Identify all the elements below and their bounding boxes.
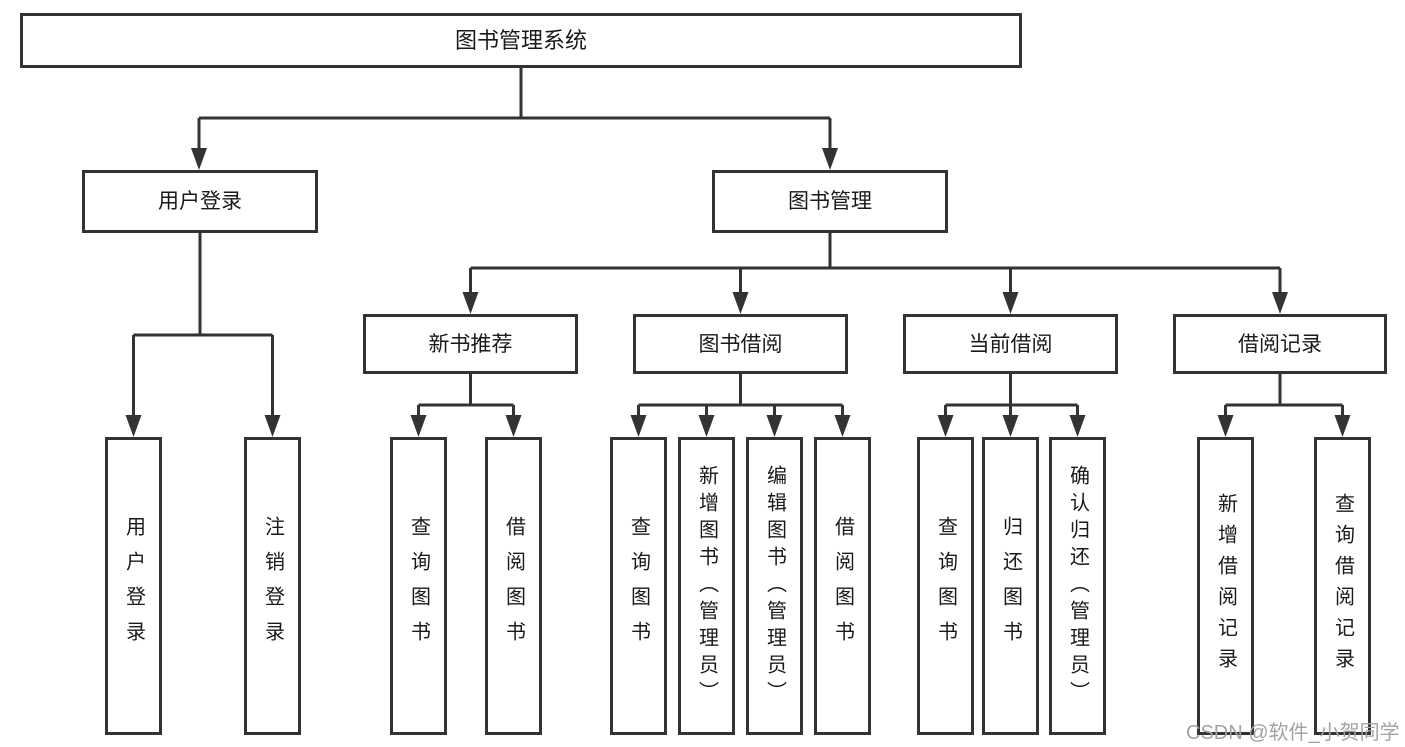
node-new-book-recommend: 新书推荐: [363, 314, 578, 374]
arrow-down-icon: [732, 292, 749, 314]
leaf-edit-books-admin: 编辑图书（管理员）: [746, 437, 803, 735]
leaf-query-borrow-record: 查询借阅记录: [1314, 437, 1371, 735]
arrow-down-icon: [1002, 415, 1019, 437]
arrow-down-icon: [1002, 292, 1019, 314]
leaf-user-login: 用户登录: [105, 437, 162, 735]
node-borrow-records: 借阅记录: [1173, 314, 1387, 374]
node-label: 借阅图书: [831, 516, 854, 656]
node-label: 查询图书: [934, 516, 957, 656]
arrow-down-icon: [125, 415, 142, 437]
arrow-down-icon: [264, 415, 281, 437]
arrow-down-icon: [410, 415, 427, 437]
arrow-down-icon: [834, 415, 851, 437]
connector-path: [132, 68, 1344, 421]
arrow-down-icon: [191, 148, 207, 170]
leaf-add-books-admin: 新增图书（管理员）: [678, 437, 735, 735]
arrow-down-icon: [462, 292, 479, 314]
node-book-borrow: 图书借阅: [633, 314, 848, 374]
arrow-down-icon: [1334, 415, 1351, 437]
leaf-query-books-recommend: 查询图书: [390, 437, 447, 735]
node-label: 查询图书: [627, 516, 650, 656]
arrow-down-icon: [698, 415, 715, 437]
leaf-query-books-borrow: 查询图书: [610, 437, 667, 735]
node-label: 图书管理系统: [454, 27, 587, 53]
node-label: 新增借阅记录: [1214, 493, 1237, 679]
arrow-down-icon: [937, 415, 954, 437]
csdn-watermark: CSDN @软件_小贺同学: [1186, 722, 1400, 744]
arrow-down-icon: [822, 148, 838, 170]
arrow-down-icon: [1272, 292, 1288, 314]
node-label: 用户登录: [158, 190, 242, 213]
leaf-query-books-current: 查询图书: [917, 437, 974, 735]
node-label: 当前借阅: [968, 332, 1053, 356]
arrow-down-icon: [766, 415, 783, 437]
leaf-logout: 注销登录: [244, 437, 301, 735]
leaf-return-books: 归还图书: [982, 437, 1039, 735]
node-label: 确认归还（管理员）: [1066, 464, 1089, 708]
node-book-management-module: 图书管理: [712, 170, 948, 233]
node-label: 借阅图书: [502, 516, 525, 656]
node-label: 查询借阅记录: [1331, 493, 1354, 679]
leaf-borrow-books-recommend: 借阅图书: [485, 437, 542, 735]
node-label: 查询图书: [407, 516, 430, 656]
leaf-borrow-books: 借阅图书: [814, 437, 871, 735]
node-label: 用户登录: [122, 516, 145, 656]
arrow-down-icon: [505, 415, 522, 437]
leaf-add-borrow-record: 新增借阅记录: [1197, 437, 1254, 735]
node-label: 借阅记录: [1238, 332, 1322, 356]
node-label: 注销登录: [261, 516, 284, 656]
node-user-login-module: 用户登录: [82, 170, 318, 233]
node-label: 编辑图书（管理员）: [763, 464, 786, 708]
arrow-down-icon: [1217, 415, 1234, 437]
node-root-system: 图书管理系统: [20, 13, 1022, 68]
node-label: 图书管理: [788, 190, 872, 213]
node-label: 归还图书: [999, 516, 1022, 656]
arrow-down-icons: [125, 148, 1351, 437]
node-label: 图书借阅: [698, 332, 783, 356]
node-label: 新书推荐: [428, 332, 513, 356]
node-current-borrow: 当前借阅: [903, 314, 1118, 374]
node-label: 新增图书（管理员）: [695, 464, 718, 708]
arrow-down-icon: [1069, 415, 1086, 437]
arrow-down-icon: [630, 415, 647, 437]
leaf-confirm-return-admin: 确认归还（管理员）: [1049, 437, 1106, 735]
